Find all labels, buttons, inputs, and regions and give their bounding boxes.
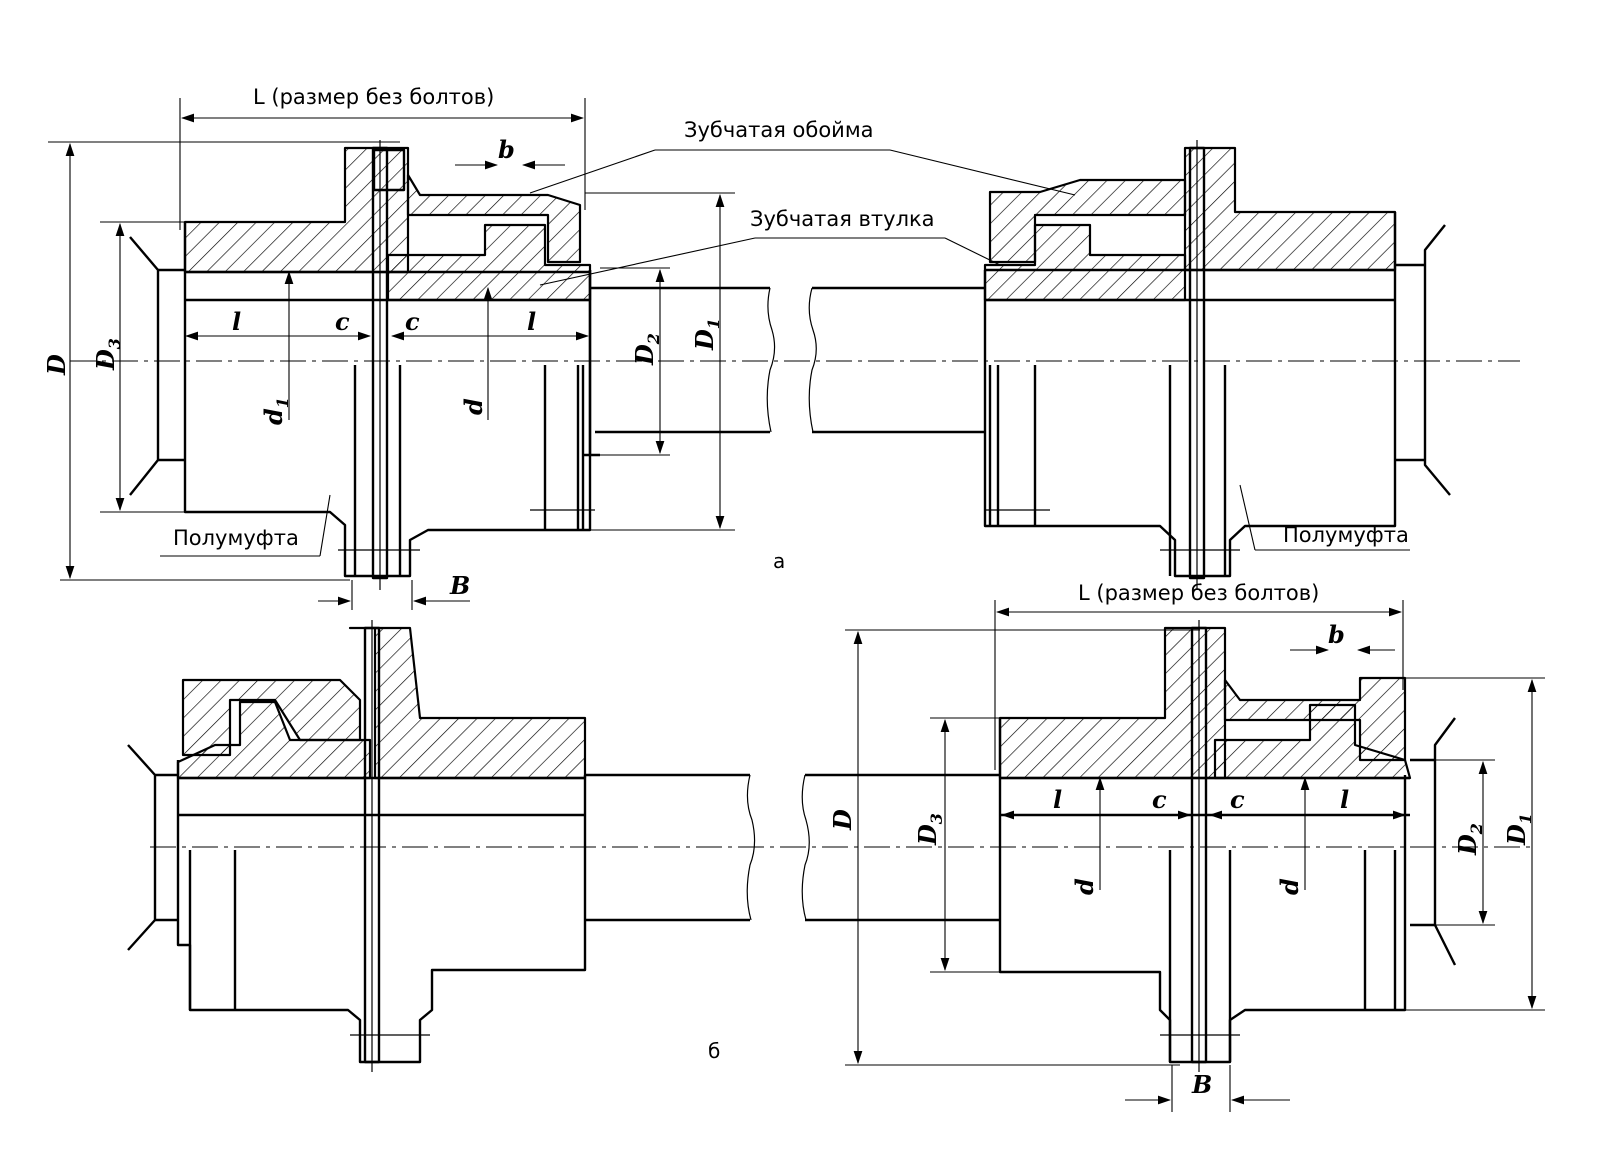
toothed-bushing-section — [386, 223, 592, 302]
dim-c-b-right: c — [1230, 785, 1245, 814]
dim-B-b: B — [1191, 1070, 1212, 1099]
dim-d-b-left: d — [1070, 878, 1099, 895]
half-coupling-hub — [183, 222, 592, 578]
caption-b: б — [708, 1039, 720, 1063]
dim-D1-b: D1 — [1502, 813, 1535, 846]
label-toothed-housing: Зубчатая обойма — [684, 118, 874, 142]
dim-c-left: c — [335, 307, 350, 336]
dim-b: b — [498, 135, 515, 164]
toothed-housing-section-right — [988, 178, 1187, 264]
label-half-coupling-left: Полумуфта — [173, 526, 299, 550]
dim-B: B — [449, 571, 470, 600]
half-coupling-hub-right — [983, 212, 1397, 578]
dim-D2: D2 — [630, 333, 663, 366]
dim-l-right: l — [527, 307, 536, 336]
view-b-left-coupling — [127, 620, 1530, 1072]
view-b-dimensions: L (размер без болтов) D D3 d d l c c l D… — [708, 581, 1545, 1112]
dim-d1: d1 — [259, 397, 292, 425]
toothed-bushing-section-b-right — [1213, 703, 1412, 780]
view-a-right-coupling — [808, 140, 1451, 590]
caption-a: а — [773, 549, 785, 573]
dim-D3: D3 — [91, 338, 124, 371]
dim-d-b-right: d — [1275, 878, 1304, 895]
half-coupling-hub-b-left — [176, 760, 587, 1064]
dim-D: D — [42, 354, 71, 376]
half-coupling-section-right — [1183, 146, 1397, 272]
right-shaft-end — [1423, 224, 1451, 496]
half-coupling-section — [183, 146, 410, 274]
length-label-a: L (размер без болтов) — [253, 85, 494, 109]
view-b-right-coupling — [801, 620, 1457, 1072]
dim-D-b: D — [828, 809, 857, 831]
dim-l-b-left: l — [1053, 785, 1062, 814]
dim-c-b-left: c — [1152, 785, 1167, 814]
dim-l-b-right: l — [1340, 785, 1349, 814]
dim-D3-b: D3 — [913, 813, 946, 846]
half-coupling-section-b — [348, 626, 587, 780]
half-coupling-section-b-right — [998, 626, 1227, 780]
toothed-housing-section — [406, 173, 582, 264]
dim-d: d — [459, 398, 488, 415]
dim-D2-b: D2 — [1453, 823, 1486, 856]
dim-D1: D1 — [690, 318, 723, 351]
length-label-b: L (размер без болтов) — [1078, 581, 1319, 605]
view-a-dimensions: L (размер без болтов) D D3 d1 d l c c l … — [42, 85, 1410, 610]
dim-b-b: b — [1328, 620, 1345, 649]
dim-c-right: c — [405, 307, 420, 336]
label-toothed-bushing: Зубчатая втулка — [750, 207, 935, 231]
view-a-left-coupling — [70, 140, 1520, 590]
toothed-bushing-section-right — [983, 223, 1187, 302]
label-half-coupling-right: Полумуфта — [1283, 523, 1409, 547]
toothed-bushing-section-b — [176, 700, 372, 780]
dim-l-left: l — [232, 307, 241, 336]
left-shaft-end — [129, 236, 160, 496]
